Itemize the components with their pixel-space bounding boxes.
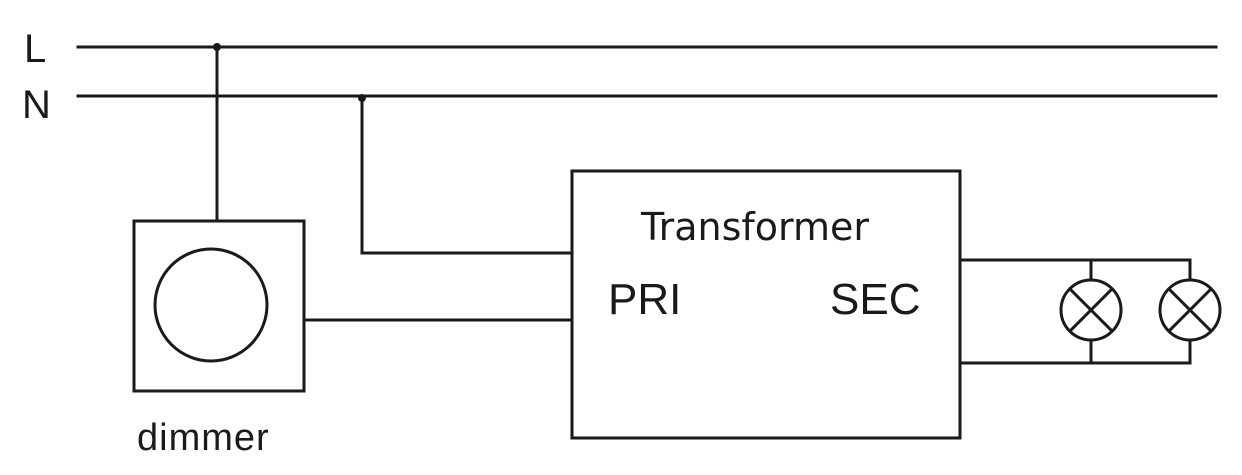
- dimmer-knob-icon: [153, 247, 269, 363]
- lamp-x-circle-icon: [1059, 278, 1123, 342]
- secondary-top-wire: [958, 258, 1192, 282]
- lamp-2-cross-b: [1166, 286, 1214, 334]
- secondary-bottom-wire: [958, 338, 1192, 365]
- dimmer-box: [132, 219, 306, 393]
- secondary-wiring: [958, 258, 1192, 365]
- neutral-line-label: N: [22, 83, 51, 127]
- transformer-secondary-label: SEC: [830, 275, 920, 324]
- transformer: Transformer PRI SEC: [570, 169, 962, 440]
- dimmer: dimmer: [132, 219, 306, 459]
- lamp-1: [1059, 278, 1123, 342]
- transformer-title: Transformer: [640, 205, 869, 249]
- lamp-x-circle-icon: [1158, 278, 1222, 342]
- lamp-2: [1158, 278, 1222, 342]
- neutral-to-transformer-wire: [360, 96, 574, 255]
- dimmer-label: dimmer: [137, 417, 270, 459]
- transformer-box: [570, 169, 962, 440]
- supply-lines: L N: [22, 27, 1218, 127]
- transformer-primary-label: PRI: [608, 275, 681, 324]
- lamp-1-cross-b: [1067, 286, 1115, 334]
- live-line-label: L: [24, 27, 46, 71]
